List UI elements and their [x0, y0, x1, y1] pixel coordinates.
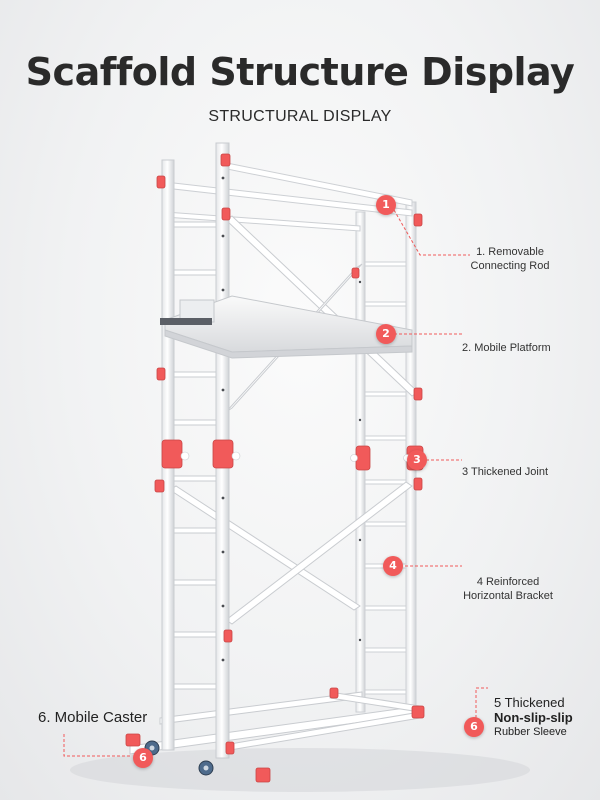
platform-handle [160, 318, 212, 325]
rubber-feet [125, 705, 425, 783]
callout-badge-5: 6 [464, 717, 484, 737]
callout-label-4-line-1: 4 Reinforced [476, 576, 540, 588]
front-rungs [173, 221, 217, 690]
rubber-foot [125, 733, 141, 747]
callout-label-3: 3 Thickened Joint [462, 465, 548, 479]
thick-joint [161, 439, 183, 469]
joint [351, 267, 360, 279]
front-frame [161, 142, 362, 759]
callout-badge-1: 1 [376, 195, 396, 215]
callout-badge-2: 2 [376, 324, 396, 344]
joint [223, 629, 233, 643]
callout-badge-4: 4 [383, 556, 403, 576]
callout-label-1-line-1: 1. Removable [476, 246, 544, 258]
rubber-foot [411, 705, 425, 719]
callout-label-3-line-1: 3 Thickened Joint [462, 466, 549, 478]
thick-joint [355, 445, 371, 471]
joint [225, 741, 235, 755]
callout-label-5: 5 Thickened Non-slip-slip Rubber Sleeve [494, 695, 573, 740]
joint [220, 153, 231, 167]
leader-line-6 [63, 734, 132, 757]
platform [160, 295, 413, 359]
callout-label-1: 1. Removable Connecting Rod [450, 245, 570, 273]
callout-label-2: 2. Mobile Platform [462, 341, 551, 355]
callout-label-5-line-1: 5 Thickened [494, 695, 565, 710]
floor-shadow [70, 748, 530, 792]
joint [413, 213, 423, 227]
callout-label-6: 6. Mobile Caster [38, 709, 148, 726]
joint [154, 479, 165, 493]
leader-lines [63, 209, 488, 757]
leader-line-1 [393, 209, 470, 256]
red-joints [154, 153, 424, 755]
joint [413, 387, 423, 401]
joint [329, 687, 339, 699]
callout-label-1-line-2: Connecting Rod [470, 260, 550, 272]
leader-line-5 [475, 687, 488, 718]
callout-badge-6: 6 [133, 748, 153, 768]
top-rails [164, 161, 413, 232]
joint [413, 477, 423, 491]
joint [221, 207, 231, 221]
callout-badge-3: 3 [407, 450, 427, 470]
page-title: Scaffold Structure Display [25, 50, 575, 94]
callout-label-2-line-1: 2. Mobile Platform [462, 342, 551, 354]
callout-label-5-line-2: Non-slip-slip [494, 710, 573, 725]
rubber-foot [255, 767, 271, 783]
joint [156, 175, 166, 189]
pole-holes [221, 176, 362, 662]
page-subtitle: STRUCTURAL DISPLAY [208, 108, 392, 125]
base-frame [129, 691, 421, 755]
callout-label-5-line-3: Rubber Sleeve [494, 726, 567, 738]
thick-joint [212, 439, 234, 469]
callout-label-4-line-2: Horizontal Bracket [463, 590, 553, 602]
joint [156, 367, 166, 381]
callout-label-4: 4 Reinforced Horizontal Bracket [446, 575, 570, 603]
